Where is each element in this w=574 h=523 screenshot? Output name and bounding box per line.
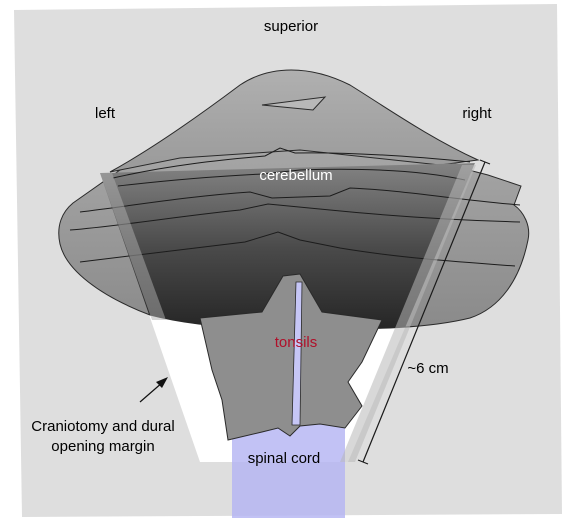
label-craniotomy-margin-line1: Craniotomy and dural — [31, 418, 174, 435]
folia-line — [112, 147, 471, 179]
cerebellar-tonsils — [199, 273, 383, 441]
label-superior: superior — [264, 18, 318, 35]
label-left: left — [95, 105, 116, 122]
central-cerebellum — [100, 163, 475, 329]
measurement-tick-top — [479, 159, 491, 165]
opening-margin-band-left — [100, 173, 166, 320]
cerebellum-superior-dome — [109, 69, 480, 173]
label-craniotomy-margin-line2: opening margin — [51, 438, 154, 455]
label-tonsils: tonsils — [275, 334, 318, 351]
folia-line — [79, 231, 516, 267]
label-spinal-cord: spinal cord — [248, 450, 321, 467]
label-measurement: ~6 cm — [407, 360, 448, 377]
superior-fissure-mark — [261, 96, 327, 111]
measurement-line — [362, 161, 486, 463]
measurement-scale — [357, 159, 491, 465]
folia-line — [117, 168, 466, 187]
opening-margin-band-right — [340, 165, 476, 462]
margin-arrow — [139, 377, 168, 403]
measurement-tick-bottom — [357, 459, 369, 465]
central-cerebellum-group — [100, 163, 475, 329]
label-right: right — [462, 105, 492, 122]
label-cerebellum: cerebellum — [259, 167, 332, 184]
tonsil-cleft — [291, 281, 303, 426]
